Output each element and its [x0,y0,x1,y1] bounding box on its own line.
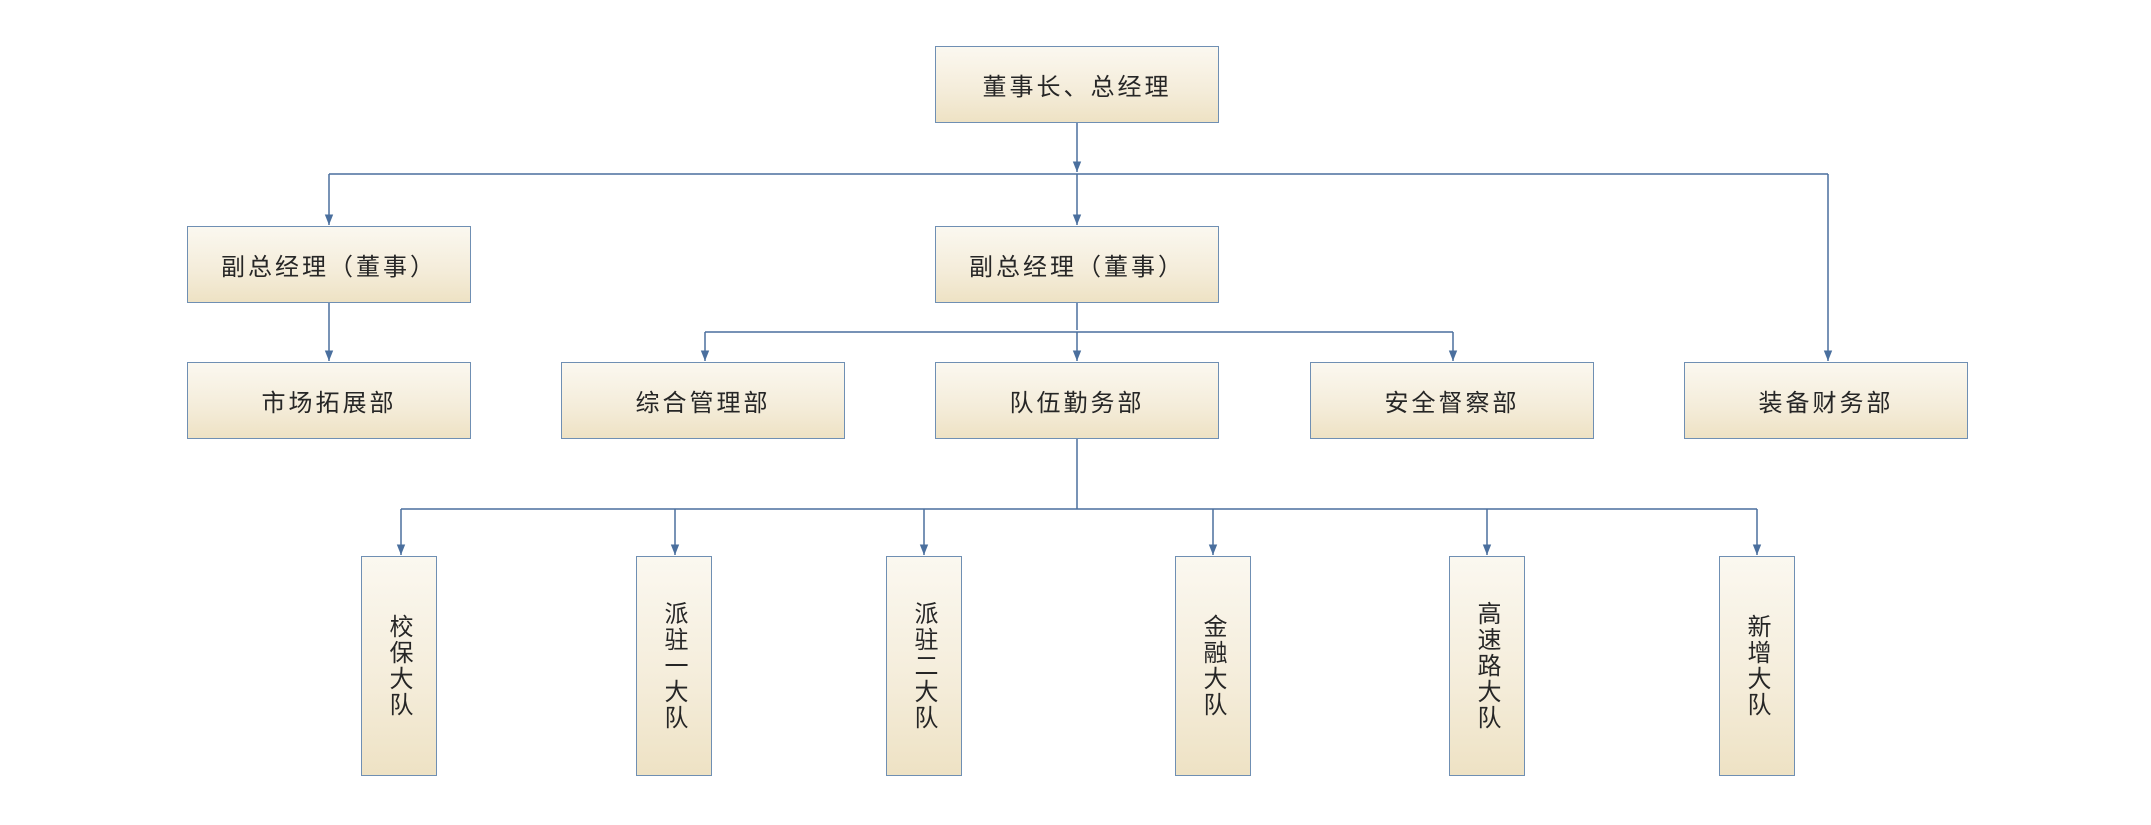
node-market-dept-label: 市场拓展部 [261,389,397,417]
node-chairman: 董事长、总经理 [935,46,1219,123]
node-chairman-label: 董事长、总经理 [982,73,1172,101]
node-admin-dept-label: 综合管理部 [635,389,771,417]
node-school-team-label: 校保大队 [385,614,413,718]
node-vp-left: 副总经理（董事） [187,226,471,303]
node-safety-dept-label: 安全督察部 [1384,389,1520,417]
node-finance-team: 金融大队 [1175,556,1251,776]
node-team-dept: 队伍勤务部 [935,362,1219,439]
node-school-team: 校保大队 [361,556,437,776]
node-dispatch-team-1-label: 派驻一大队 [660,601,688,731]
node-vp-center-label: 副总经理（董事） [969,253,1185,281]
node-highway-team: 高速路大队 [1449,556,1525,776]
node-team-dept-label: 队伍勤务部 [1009,389,1145,417]
node-new-team: 新增大队 [1719,556,1795,776]
node-dispatch-team-2: 派驻二大队 [886,556,962,776]
node-dispatch-team-2-label: 派驻二大队 [910,601,938,731]
node-finance-dept-label: 装备财务部 [1758,389,1894,417]
node-vp-left-label: 副总经理（董事） [221,253,437,281]
node-market-dept: 市场拓展部 [187,362,471,439]
node-vp-center: 副总经理（董事） [935,226,1219,303]
node-safety-dept: 安全督察部 [1310,362,1594,439]
node-dispatch-team-1: 派驻一大队 [636,556,712,776]
node-highway-team-label: 高速路大队 [1473,601,1501,731]
node-finance-team-label: 金融大队 [1199,614,1227,718]
node-admin-dept: 综合管理部 [561,362,845,439]
node-new-team-label: 新增大队 [1743,614,1771,718]
node-finance-dept: 装备财务部 [1684,362,1968,439]
